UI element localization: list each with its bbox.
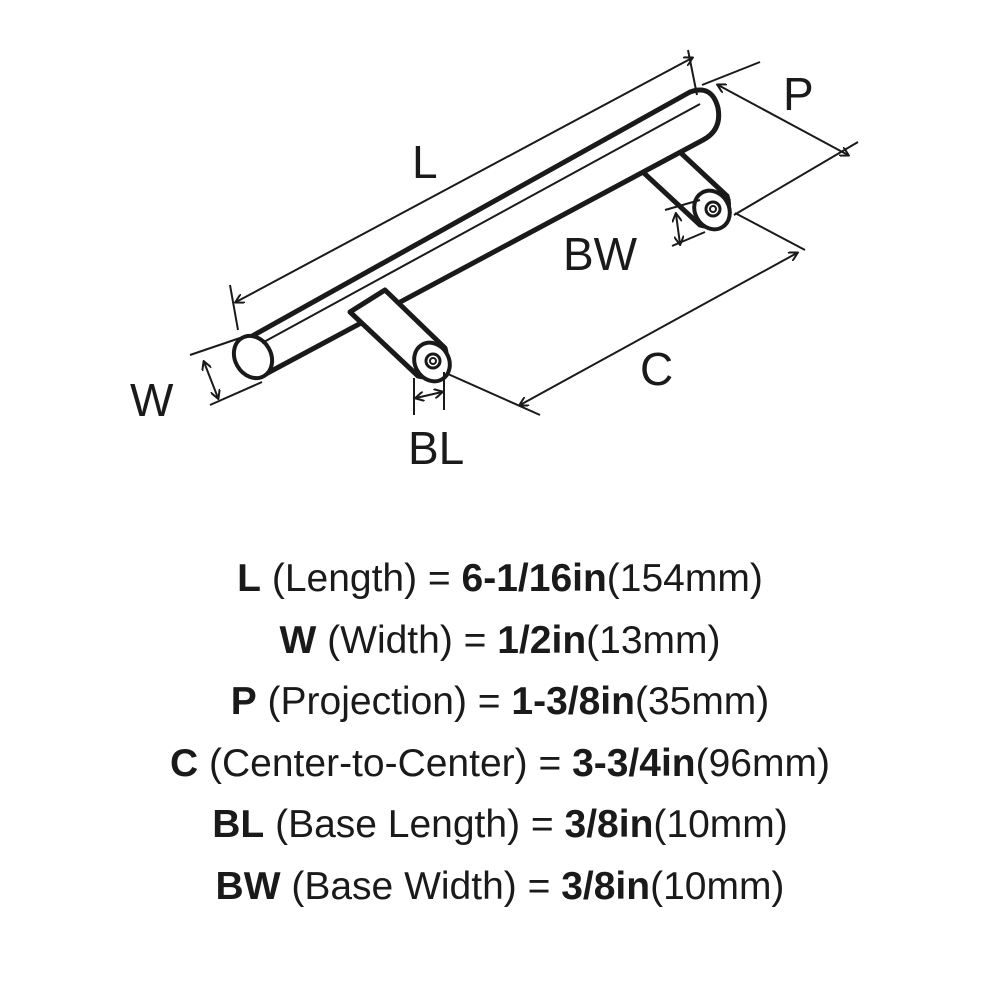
dimension-C bbox=[447, 212, 806, 416]
spec-code: L bbox=[237, 557, 261, 600]
spec-code: BW bbox=[215, 864, 281, 908]
main-bar bbox=[231, 87, 722, 381]
spec-code: P bbox=[230, 680, 257, 723]
spec-imperial-value: 6-1/16in bbox=[461, 557, 607, 600]
left-post bbox=[347, 287, 452, 384]
spec-row-length: L (Length) = 6-1/16in(154mm) bbox=[0, 548, 1000, 610]
spec-imperial-value: 3/8in bbox=[564, 803, 654, 846]
dimension-BL bbox=[413, 372, 445, 415]
dimension-L bbox=[229, 49, 698, 331]
label-W: W bbox=[130, 374, 174, 426]
spec-description: (Projection) = bbox=[256, 680, 512, 723]
spec-row-center-to-center: C (Center-to-Center) = 3-3/4in(96mm) bbox=[0, 733, 1000, 795]
spec-metric-value: (154mm) bbox=[606, 557, 763, 600]
spec-imperial-value: 3/8in bbox=[561, 864, 651, 908]
handle-dimension-drawing: L P BW C W BL bbox=[130, 49, 859, 474]
spec-imperial-value: 1-3/8in bbox=[511, 680, 635, 723]
spec-description: (Width) = bbox=[316, 618, 498, 662]
spec-code: W bbox=[279, 618, 317, 662]
spec-metric-value: (35mm) bbox=[634, 680, 770, 723]
spec-metric-value: (10mm) bbox=[650, 864, 785, 908]
dimension-P bbox=[701, 61, 859, 216]
spec-description: (Base Width) = bbox=[280, 864, 562, 908]
spec-row-base-width: BW (Base Width) = 3/8in(10mm) bbox=[0, 856, 1000, 918]
spec-description: (Base Length) = bbox=[264, 803, 565, 846]
spec-imperial-value: 3-3/4in bbox=[572, 741, 696, 785]
dimension-lines bbox=[189, 49, 859, 416]
spec-metric-value: (10mm) bbox=[653, 803, 788, 846]
spec-code: BL bbox=[212, 803, 265, 846]
dimension-BW bbox=[664, 199, 706, 247]
spec-description: (Center-to-Center) = bbox=[198, 741, 573, 785]
label-C: C bbox=[640, 343, 673, 395]
spec-imperial-value: 1/2in bbox=[497, 618, 587, 662]
label-BL: BL bbox=[408, 422, 464, 474]
spec-row-base-length: BL (Base Length) = 3/8in(10mm) bbox=[0, 794, 1000, 856]
dimension-W bbox=[189, 337, 263, 406]
spec-row-width: W (Width) = 1/2in(13mm) bbox=[0, 610, 1000, 672]
spec-metric-value: (96mm) bbox=[695, 741, 830, 785]
spec-code: C bbox=[170, 741, 199, 785]
dimension-specifications: L (Length) = 6-1/16in(154mm) W (Width) =… bbox=[0, 548, 1000, 917]
spec-row-projection: P (Projection) = 1-3/8in(35mm) bbox=[0, 671, 1000, 733]
spec-description: (Length) = bbox=[261, 557, 462, 600]
label-P: P bbox=[783, 68, 814, 120]
dimension-labels: L P BW C W BL bbox=[130, 68, 814, 474]
spec-metric-value: (13mm) bbox=[586, 618, 721, 662]
label-L: L bbox=[412, 136, 438, 188]
label-BW: BW bbox=[563, 228, 638, 280]
